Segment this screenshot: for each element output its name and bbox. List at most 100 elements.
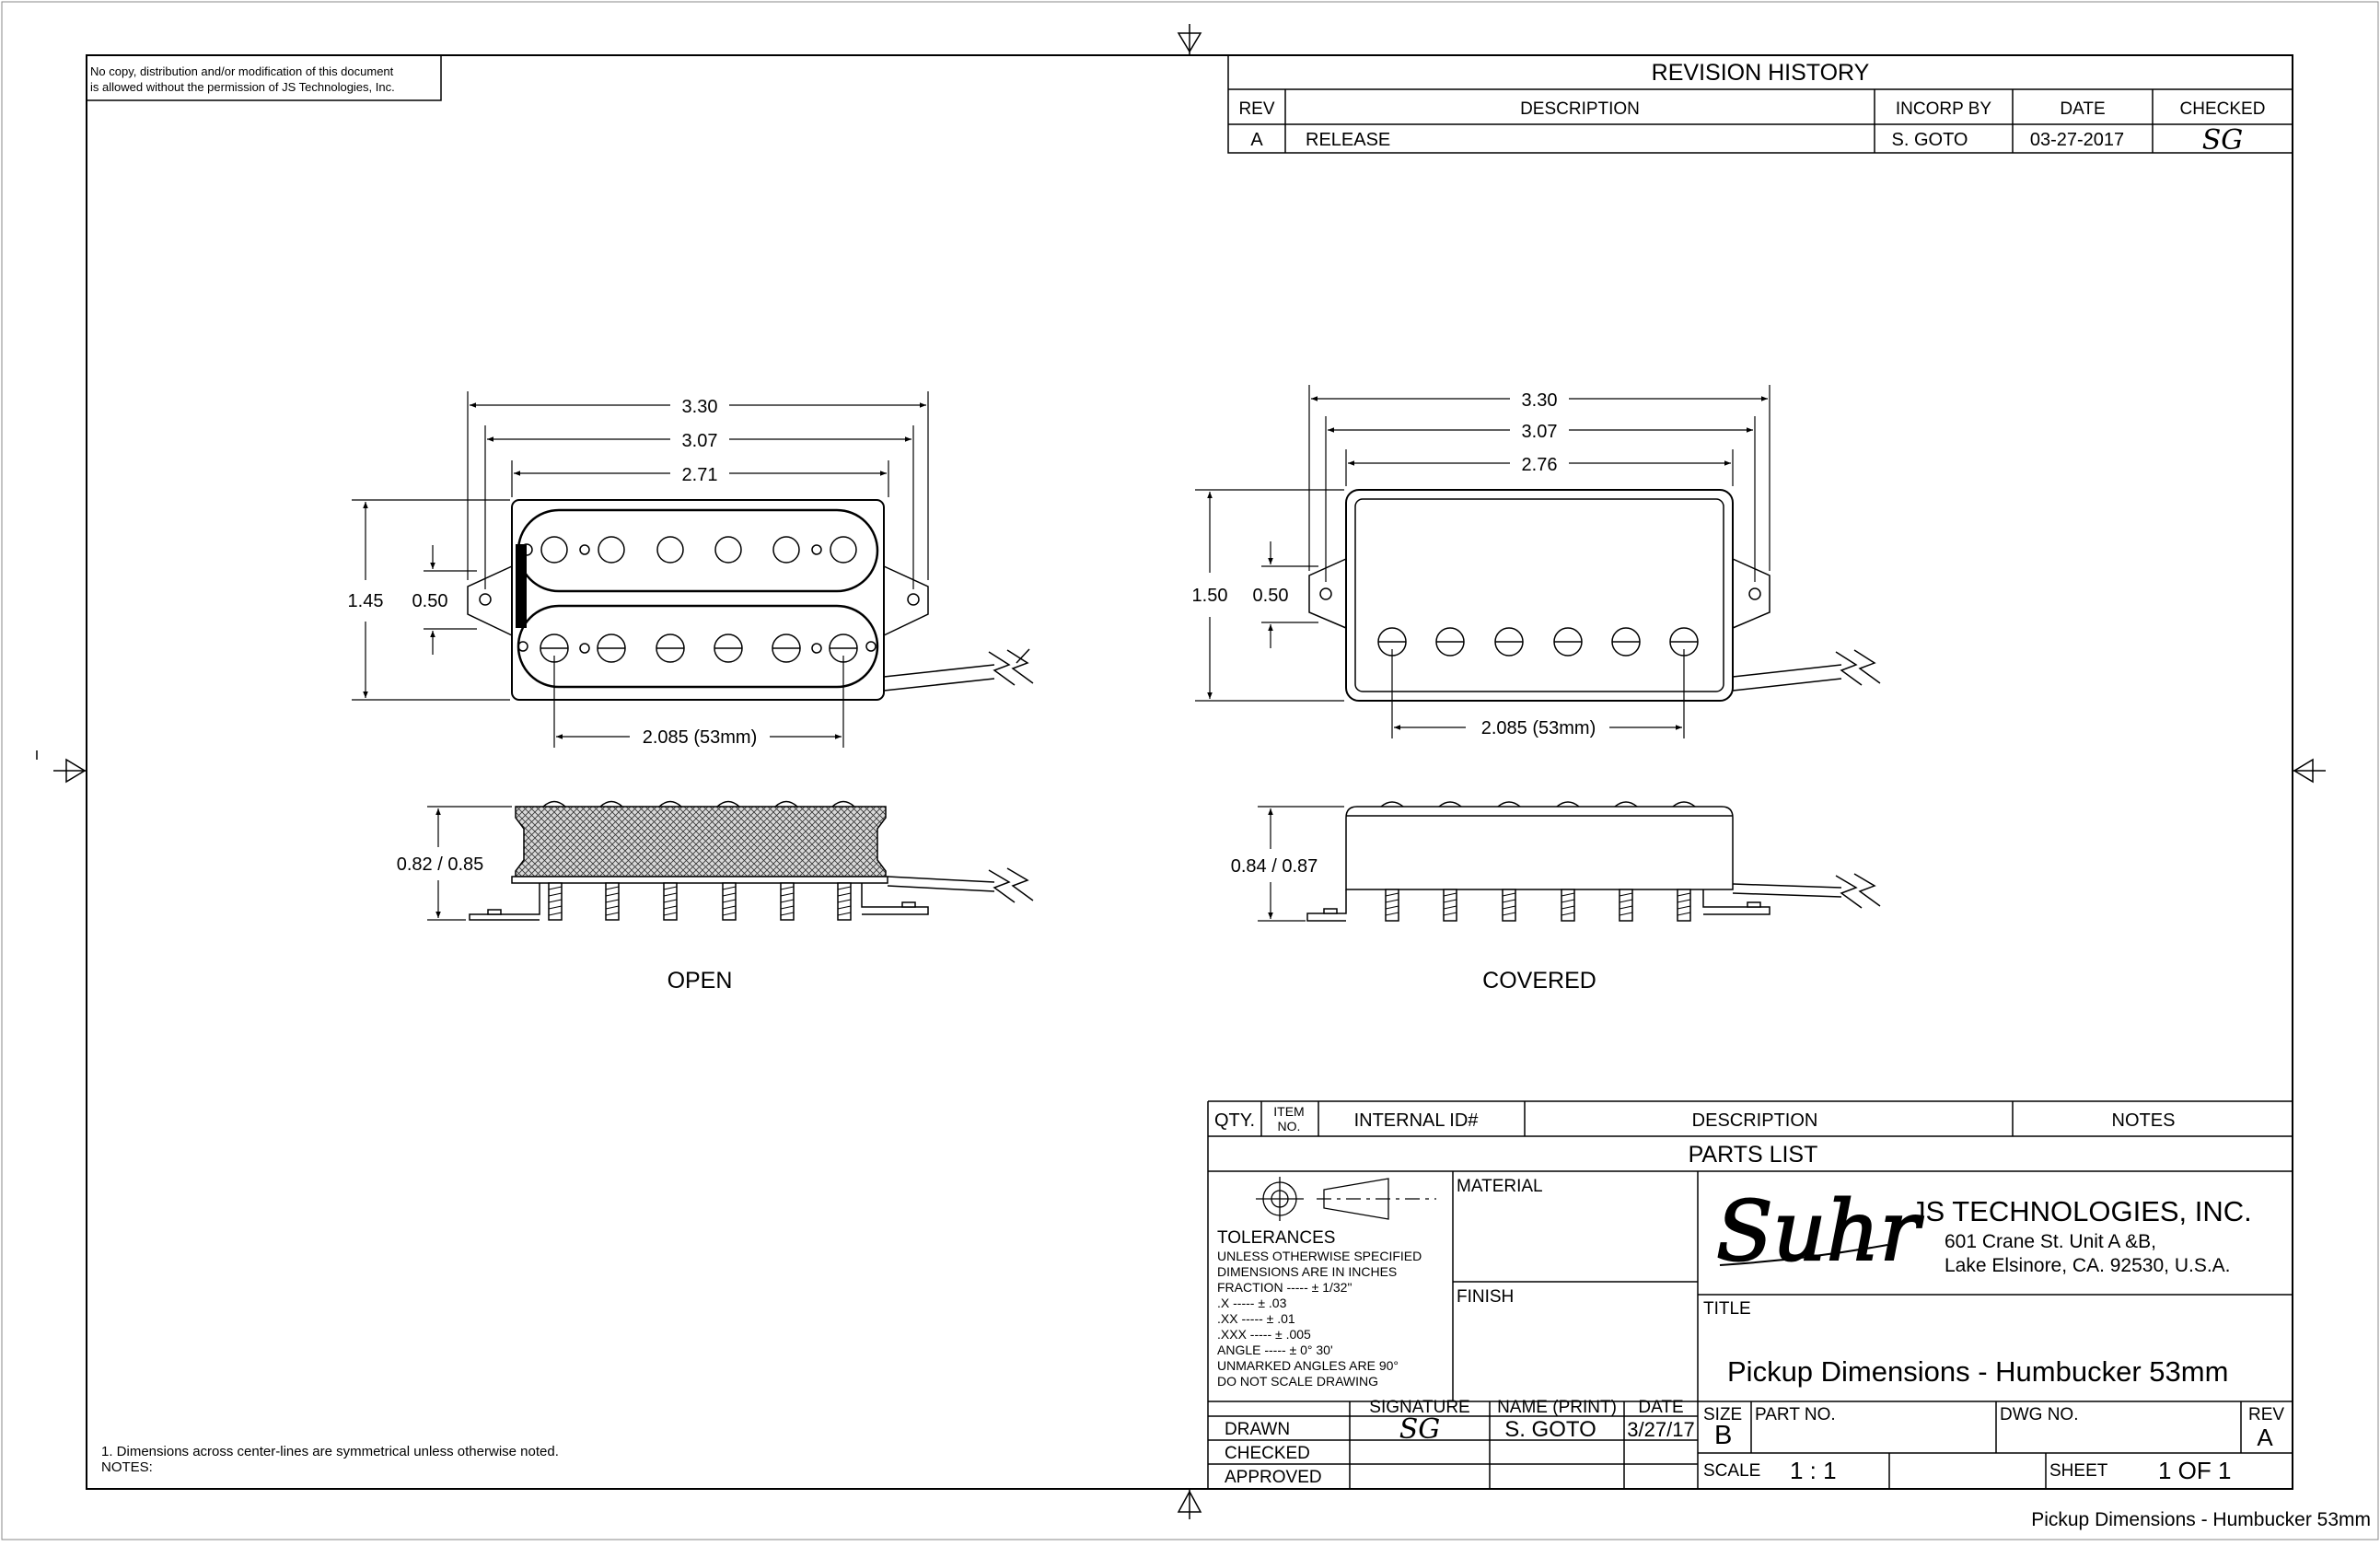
covered-cover-outer: [1345, 489, 1734, 702]
incorp-by-value: S. GOTO: [1892, 130, 1968, 150]
open-bottom-coil: [517, 604, 879, 689]
covered-cover-inner: [1354, 498, 1724, 692]
scale-value: 1 : 1: [1790, 1457, 1837, 1484]
open-mount-spacing-dim: 3.07: [682, 431, 718, 451]
parts-list-title: PARTS LIST: [1689, 1142, 1818, 1168]
open-pole-spacing-dim: 2.085 (53mm): [643, 727, 758, 748]
open-top-dimensions: [352, 391, 929, 748]
center-mark-bottom: [1177, 1489, 1202, 1519]
rev-value: A: [1250, 130, 1263, 150]
notice-line-1: No copy, distribution and/or modificatio…: [90, 64, 394, 78]
open-side-view: [469, 800, 1034, 921]
covered-top-dimension-labels: 3.30 3.07 2.76 1.50 0.50 2.085 (53mm): [1192, 390, 1596, 738]
open-base-side: [511, 876, 888, 884]
open-body-length-dim: 2.71: [682, 465, 718, 485]
rev-value-title-block: A: [2257, 1424, 2273, 1451]
description-col-header: DESCRIPTION: [1520, 99, 1640, 119]
covered-pole-screws: [1377, 627, 1699, 657]
covered-side-view: [1306, 801, 1881, 922]
tolerance-line-6: .XXX ----- ± .005: [1217, 1327, 1311, 1342]
signature-col-header: SIGNATURE: [1369, 1398, 1469, 1417]
open-left-mount-tab: [467, 565, 513, 636]
rev-col-header: REV: [1238, 99, 1274, 119]
drawn-date: 3/27/17: [1627, 1418, 1694, 1441]
company-address-line-2: Lake Elsinore, CA. 92530, U.S.A.: [1945, 1255, 2231, 1276]
suhr-logo-text: Suhr: [1716, 1183, 1924, 1280]
drawn-name: S. GOTO: [1504, 1417, 1596, 1442]
covered-overall-length-dim: 3.30: [1522, 390, 1558, 411]
open-view-label: OPEN: [668, 968, 733, 994]
tolerance-line-1: UNLESS OTHERWISE SPECIFIED: [1217, 1249, 1422, 1263]
open-overall-length-dim: 3.30: [682, 397, 718, 417]
covered-view-label: COVERED: [1482, 968, 1596, 994]
checked-label: CHECKED: [1225, 1444, 1310, 1463]
covered-top-view: [1308, 489, 1881, 702]
covered-coil-spacing-dim: 0.50: [1253, 586, 1289, 606]
center-mark-right: [2293, 758, 2326, 784]
open-side-lead-wire: [887, 876, 995, 892]
revision-history-table: REVISION HISTORY REV DESCRIPTION INCORP …: [1227, 54, 2293, 157]
part-no-label: PART NO.: [1755, 1405, 1836, 1424]
open-screw-legs: [548, 882, 852, 921]
tolerance-line-7: ANGLE ----- ± 0° 30': [1217, 1343, 1333, 1357]
covered-side-dimension: [1258, 806, 1344, 922]
suhr-logo-icon: Suhr: [1715, 1182, 1925, 1281]
tolerances-title: TOLERANCES: [1217, 1228, 1335, 1248]
covered-screw-legs: [1385, 889, 1691, 922]
incorp-by-col-header: INCORP BY: [1896, 99, 1992, 119]
item-no-col-header-line1: ITEM: [1273, 1104, 1304, 1119]
tolerance-line-8: UNMARKED ANGLES ARE 90°: [1217, 1358, 1399, 1373]
size-value: B: [1714, 1421, 1732, 1450]
checked-signature: SG: [2202, 124, 2244, 157]
center-mark-left: [36, 750, 87, 784]
revision-history-title: REVISION HISTORY: [1652, 60, 1870, 86]
open-top-dimension-labels: 3.30 3.07 2.71 1.45 0.50 2.085 (53mm): [348, 397, 758, 748]
open-top-coil: [517, 508, 879, 593]
sign-date-col-header: DATE: [1638, 1398, 1683, 1417]
notes-label: NOTES:: [101, 1459, 153, 1475]
sheet-value: 1 OF 1: [2158, 1457, 2231, 1484]
covered-cover-side: [1345, 806, 1734, 890]
company-name: JS TECHNOLOGIES, INC.: [1911, 1195, 2252, 1227]
open-side-dimension: [427, 806, 512, 921]
center-mark-top: [1177, 24, 1202, 55]
open-height-dim: 1.45: [348, 591, 384, 611]
tolerance-line-3: FRACTION ----- ± 1/32": [1217, 1280, 1352, 1295]
tolerance-line-4: .X ----- ± .03: [1217, 1296, 1287, 1310]
tolerance-line-5: .XX ----- ± .01: [1217, 1311, 1295, 1326]
qty-col-header: QTY.: [1214, 1110, 1255, 1131]
covered-side-mount-tabs: [1306, 889, 1770, 922]
drawn-label: DRAWN: [1225, 1420, 1290, 1439]
finish-label: FINISH: [1457, 1287, 1514, 1307]
third-angle-projection-icon: [1256, 1177, 1436, 1221]
drawn-signature: SG: [1399, 1413, 1441, 1446]
scale-label: SCALE: [1703, 1461, 1760, 1481]
open-coil-spacing-dim: 0.50: [412, 591, 448, 611]
tolerance-line-2: DIMENSIONS ARE IN INCHES: [1217, 1264, 1397, 1279]
covered-left-mount-tab: [1308, 558, 1347, 629]
open-right-mount-tab: [883, 565, 929, 636]
date-value: 03-27-2017: [2030, 130, 2124, 150]
covered-pole-spacing-dim: 2.085 (53mm): [1481, 718, 1596, 738]
covered-height-dim: 1.50: [1192, 586, 1228, 606]
footer-title: Pickup Dimensions - Humbucker 53mm: [2031, 1509, 2371, 1530]
open-depth-dim: 0.82 / 0.85: [397, 854, 484, 875]
open-screw-threads: [548, 886, 852, 916]
checked-col-header: CHECKED: [2180, 99, 2266, 119]
title-block: TOLERANCES UNLESS OTHERWISE SPECIFIED DI…: [1208, 1171, 2293, 1489]
dwg-no-label: DWG NO.: [2000, 1405, 2079, 1424]
covered-lead-wire: [1732, 664, 1842, 692]
open-pole-screws: [540, 634, 858, 663]
covered-body-length-dim: 2.76: [1522, 455, 1558, 475]
covered-side-lead-wire: [1732, 883, 1842, 898]
size-label: SIZE: [1703, 1405, 1742, 1424]
copyright-notice: No copy, distribution and/or modificatio…: [86, 54, 442, 101]
notice-line-2: is allowed without the permission of JS …: [90, 80, 395, 94]
covered-top-dimensions: [1195, 385, 1770, 738]
covered-screw-tops: [1380, 801, 1696, 808]
internal-id-col-header: INTERNAL ID#: [1354, 1110, 1480, 1131]
item-no-col-header-line2: NO.: [1278, 1119, 1301, 1133]
parts-list-table: QTY. ITEM NO. INTERNAL ID# DESCRIPTION N…: [1207, 1100, 2293, 1489]
